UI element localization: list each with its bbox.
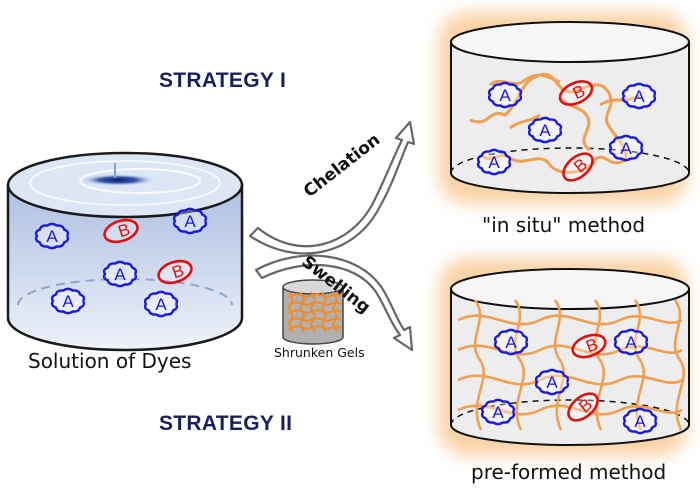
dye-a-molecule: A	[527, 116, 563, 144]
dye-a-letter: A	[492, 403, 504, 422]
dye-b-molecule: B	[567, 392, 599, 422]
shrunken-gels-label: Shrunken Gels	[274, 345, 365, 360]
dye-a-letter: A	[46, 227, 58, 246]
strategy-one-title: STRATEGY I	[159, 69, 287, 92]
dye-a-letter: A	[155, 295, 167, 314]
dye-a-molecule: A	[621, 82, 657, 110]
solution-cylinder	[6, 151, 244, 352]
dye-a-molecule: A	[480, 398, 516, 426]
dye-a-letter: A	[499, 86, 511, 105]
dye-b-molecule: B	[103, 218, 139, 244]
dye-a-molecule: A	[613, 328, 649, 356]
dye-a-letter: A	[546, 373, 558, 392]
dye-b-molecule: B	[157, 259, 193, 285]
solution-label: Solution of Dyes	[28, 349, 192, 373]
dye-a-molecule: A	[493, 328, 529, 356]
in-situ-cylinder	[438, 12, 690, 204]
dye-a-letter: A	[114, 265, 126, 284]
dye-a-molecule: A	[476, 148, 512, 176]
solution-cylinder-body	[6, 183, 244, 352]
dye-b-molecule: B	[571, 333, 607, 359]
pre-formed-label: pre-formed method	[471, 460, 667, 484]
dye-b-molecule: B	[558, 80, 594, 106]
dye-a-letter: A	[62, 292, 74, 311]
swelling-arrow	[254, 254, 414, 352]
dye-a-letter: A	[539, 121, 551, 140]
in-situ-label: "in situ" method	[482, 213, 646, 237]
chelation-arrow	[248, 120, 416, 255]
dye-a-molecule: A	[534, 368, 570, 396]
dye-a-molecule: A	[487, 81, 523, 109]
solution-bottom-dash	[17, 278, 233, 306]
ripple-swirl	[80, 174, 156, 186]
dye-b-molecule: B	[562, 152, 594, 182]
dye-a-molecule: A	[50, 287, 86, 315]
dye-b-letter: B	[116, 220, 133, 242]
strategy-two-title: STRATEGY II	[159, 412, 293, 435]
dye-a-molecule: A	[608, 134, 644, 162]
dye-a-letter: A	[625, 333, 637, 352]
dye-a-letter: A	[633, 87, 645, 106]
dye-a-letter: A	[634, 412, 646, 431]
dye-a-letter: A	[488, 153, 500, 172]
dye-b-letter: B	[170, 261, 187, 283]
dye-a-molecule: A	[34, 222, 70, 250]
dye-a-letter: A	[505, 333, 517, 352]
dye-a-letter: A	[184, 212, 196, 231]
dye-a-molecule: A	[102, 260, 138, 288]
shrunken-gel-cylinder	[282, 279, 344, 345]
dye-a-molecule: A	[172, 207, 208, 235]
dye-a-molecule: A	[622, 407, 658, 435]
dye-a-molecule: A	[143, 290, 179, 318]
dye-a-letter: A	[620, 139, 632, 158]
